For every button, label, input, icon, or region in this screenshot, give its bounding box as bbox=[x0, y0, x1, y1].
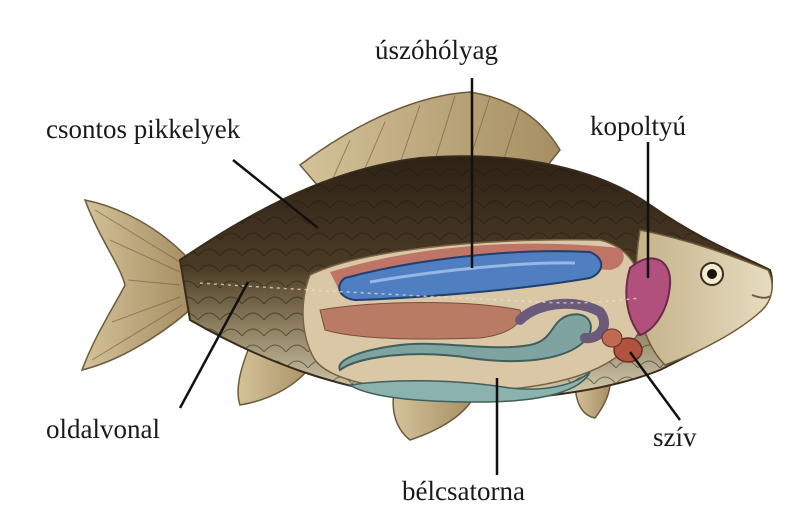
label-lateral-line: oldalvonal bbox=[46, 416, 160, 443]
label-bony-scales: csontos pikkelyek bbox=[46, 116, 240, 143]
label-heart: szív bbox=[653, 424, 697, 451]
label-gills: kopoltyú bbox=[590, 113, 686, 140]
tail-fin bbox=[82, 200, 190, 370]
label-swim-bladder: úszóhólyag bbox=[375, 37, 498, 64]
label-gut: bélcsatorna bbox=[402, 478, 525, 505]
